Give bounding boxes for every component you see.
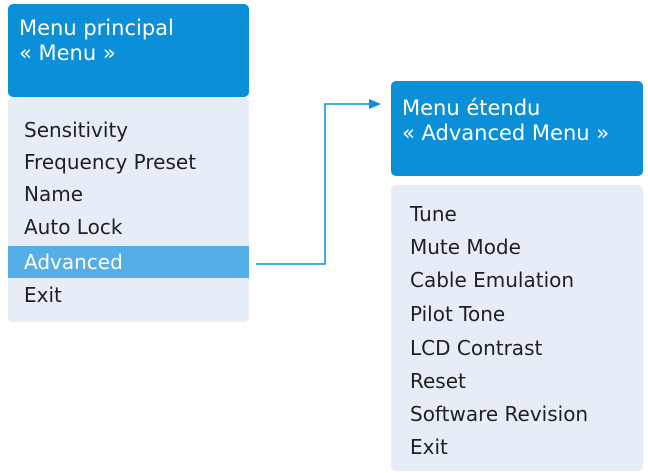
advanced-menu-item-pilot-tone[interactable]: Pilot Tone	[410, 302, 506, 326]
advanced-menu-item-mute-mode[interactable]: Mute Mode	[410, 235, 521, 259]
main-menu-title: Menu principal	[19, 16, 174, 40]
main-menu-item-sensitivity[interactable]: Sensitivity	[24, 118, 129, 142]
main-menu-item-frequency-preset[interactable]: Frequency Preset	[24, 150, 197, 174]
advanced-menu-item-exit[interactable]: Exit	[410, 435, 448, 459]
main-menu-item-name[interactable]: Name	[24, 182, 84, 206]
advanced-menu-item-lcd-contrast[interactable]: LCD Contrast	[410, 336, 543, 360]
advanced-menu-item-reset[interactable]: Reset	[410, 369, 466, 393]
connector-line	[256, 103, 370, 265]
advanced-menu-title: Menu étendu	[402, 96, 541, 120]
connector-arrowhead	[369, 99, 381, 109]
main-menu-item-auto-lock[interactable]: Auto Lock	[24, 215, 123, 239]
advanced-menu-item-tune[interactable]: Tune	[410, 202, 457, 226]
advanced-menu-item-software-revision[interactable]: Software Revision	[410, 402, 589, 426]
advanced-menu-panel	[391, 185, 643, 471]
main-menu-item-advanced[interactable]: Advanced	[8, 246, 249, 278]
advanced-menu-item-cable-emulation[interactable]: Cable Emulation	[410, 268, 575, 292]
main-menu-panel	[8, 97, 249, 322]
advanced-menu-subtitle: « Advanced Menu »	[402, 121, 610, 145]
main-menu-item-exit[interactable]: Exit	[24, 283, 62, 307]
main-menu-subtitle: « Menu »	[19, 41, 116, 65]
main-menu-header: Menu principal « Menu »	[8, 4, 249, 97]
advanced-menu-header: Menu étendu « Advanced Menu »	[391, 81, 643, 176]
